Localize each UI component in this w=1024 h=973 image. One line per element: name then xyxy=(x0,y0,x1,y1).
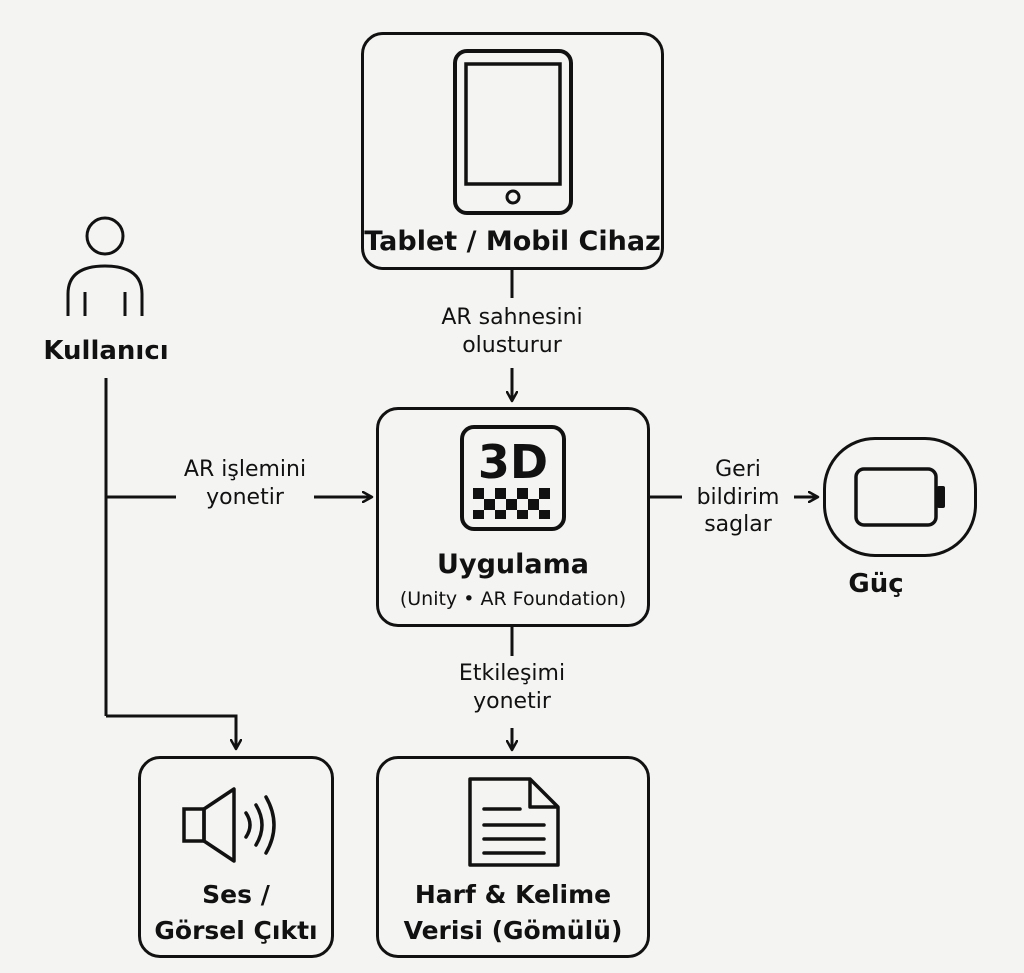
tablet-icon xyxy=(453,49,573,215)
data-label-line1: Harf & Kelime xyxy=(414,880,612,909)
edge-user-to-output xyxy=(106,714,236,749)
3d-icon: 3D xyxy=(460,425,566,531)
device-label: Tablet / Mobil Cihaz xyxy=(364,226,661,257)
output-label-line2: Görsel Çıktı xyxy=(154,916,318,945)
edge-label-line: yonetir xyxy=(206,484,284,510)
edge-label-line: Etkileşimi xyxy=(458,661,566,686)
edge-label-line: AR sahnesini xyxy=(441,305,583,330)
edge-label-line: Geri xyxy=(715,457,761,482)
edge-label-line: AR işlemini xyxy=(183,457,307,482)
edge-label-line: saglar xyxy=(704,512,772,537)
person-icon xyxy=(66,216,144,316)
device-node: Tablet / Mobil Cihaz xyxy=(361,32,664,270)
user-label: Kullanıcı xyxy=(43,336,169,366)
edge-label-app-to-power: Geri bildirim saglar xyxy=(682,456,794,539)
edge-label-device-to-app: AR sahnesini olusturur xyxy=(402,304,622,359)
edge-label-user-to-app: AR işlemini yonetir xyxy=(176,456,314,511)
edge-label-app-to-data: Etkileşimi yonetir xyxy=(422,660,602,715)
speaker-icon xyxy=(182,787,276,863)
app-label: Uygulama xyxy=(437,549,589,580)
output-node: Ses / Görsel Çıktı xyxy=(138,756,334,958)
edge-label-line: olusturur xyxy=(462,332,562,358)
edge-label-line: bildirim xyxy=(696,484,780,510)
data-node: Harf & Kelime Verisi (Gömülü) xyxy=(376,756,650,958)
app-node: 3D Uygulama (Unity • AR Foundation) xyxy=(376,407,650,627)
power-label: Güç xyxy=(848,569,904,599)
power-node xyxy=(823,437,977,557)
edge-user-to-app xyxy=(104,378,372,716)
edge-label-line: yonetir xyxy=(473,688,551,714)
document-icon xyxy=(468,777,560,867)
3d-icon-text: 3D xyxy=(478,435,548,489)
app-sublabel: (Unity • AR Foundation) xyxy=(399,588,627,610)
battery-icon xyxy=(854,467,945,527)
data-label-line2: Verisi (Gömülü) xyxy=(403,916,623,945)
output-label-line1: Ses / xyxy=(202,880,270,909)
